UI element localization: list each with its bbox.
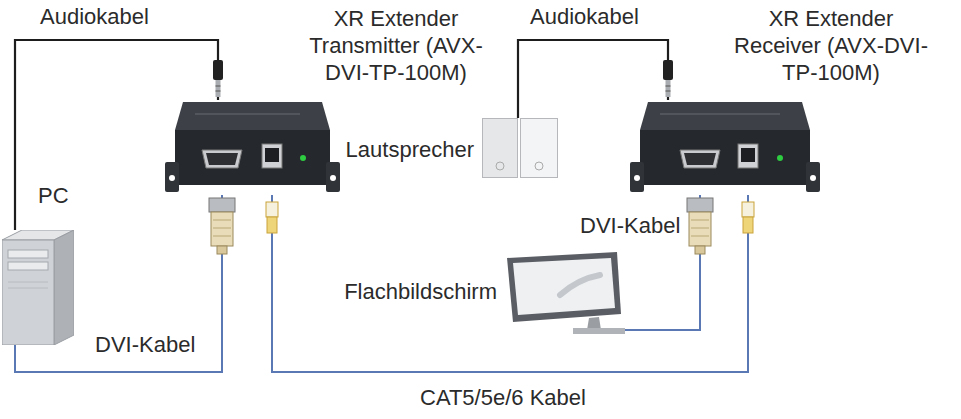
audio-plug xyxy=(663,60,673,97)
transmitter-device xyxy=(165,100,340,195)
rj45-plug xyxy=(742,202,754,233)
pc-node: PC xyxy=(2,230,74,345)
device-label: Lautsprecher xyxy=(344,136,474,163)
device-label: XR Extender Transmitter (AVX-DVI-TP-100M… xyxy=(290,5,502,86)
cable-label: DVI-Kabel xyxy=(580,213,680,239)
dvi-plug xyxy=(687,198,713,254)
speaker-node: Lautsprecher xyxy=(482,118,558,178)
rj45-plug xyxy=(266,202,278,233)
monitor-node: Flachbildschirm xyxy=(505,250,625,338)
audio-plug xyxy=(213,60,223,97)
receiver-device xyxy=(630,100,820,195)
device-label: PC xyxy=(38,182,98,209)
device-label: Flachbildschirm xyxy=(327,278,497,305)
transmitter-node: XR Extender Transmitter (AVX-DVI-TP-100M… xyxy=(165,100,340,195)
cable-label: DVI-Kabel xyxy=(95,332,195,358)
monitor-icon xyxy=(505,250,625,338)
cable-line xyxy=(272,195,748,372)
cable-label: Audiokabel xyxy=(40,4,149,30)
cable-label: CAT5/5e/6 Kabel xyxy=(420,385,586,411)
receiver-node: XR Extender Receiver (AVX-DVI-TP-100M) xyxy=(630,100,820,195)
device-label: XR Extender Receiver (AVX-DVI-TP-100M) xyxy=(725,5,937,86)
dvi-plug xyxy=(209,198,235,254)
cable-label: Audiokabel xyxy=(530,4,639,30)
speaker-icon xyxy=(482,118,558,178)
cable-line xyxy=(518,40,668,118)
pc-tower xyxy=(2,230,74,345)
